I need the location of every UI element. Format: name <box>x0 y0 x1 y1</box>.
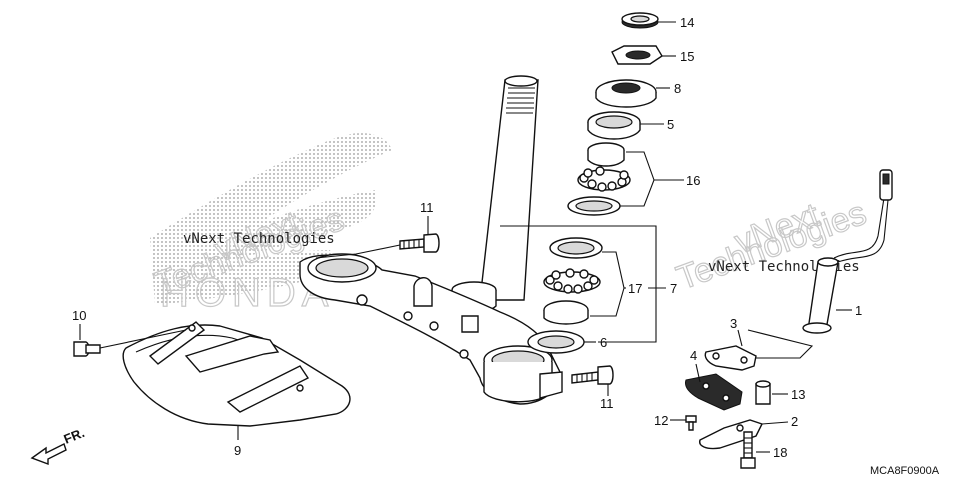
watermark-left-text: vNext Technologies <box>183 231 335 247</box>
bearing-set-16 <box>567 142 631 216</box>
bottom-bridge <box>299 253 563 405</box>
bolt-11-upper <box>399 233 440 253</box>
callout-11-lower: 11 <box>600 396 614 411</box>
lock-nut-14 <box>621 12 659 29</box>
steering-damper-1 <box>802 169 893 334</box>
callout-6: 6 <box>600 335 607 350</box>
callout-11-upper: 11 <box>420 200 434 215</box>
guard-9 <box>122 321 351 427</box>
bracket-3 <box>704 345 757 371</box>
callout-14: 14 <box>680 15 694 30</box>
callout-4: 4 <box>690 348 697 363</box>
leader-lines <box>79 21 852 453</box>
callout-15: 15 <box>680 49 694 64</box>
bearing-set-17 <box>543 237 603 325</box>
front-direction-arrow: FR. <box>30 425 87 466</box>
collar-13 <box>755 380 771 405</box>
dust-seal-6 <box>527 330 585 354</box>
front-direction-label: FR. <box>62 425 87 447</box>
bracket-2 <box>699 419 763 450</box>
callout-1: 1 <box>855 303 862 318</box>
adjusting-nut-8 <box>595 79 657 108</box>
lock-washer-15 <box>611 45 663 65</box>
callout-5: 5 <box>667 117 674 132</box>
callout-16: 16 <box>686 173 700 188</box>
bearing-balls-16 <box>579 166 629 192</box>
watermark-right-big: Technologies <box>672 194 872 298</box>
bearing-balls-17 <box>545 268 599 294</box>
callout-3: 3 <box>730 316 737 331</box>
bolt-11-lower <box>571 365 614 385</box>
callout-18: 18 <box>773 445 787 460</box>
callout-8: 8 <box>674 81 681 96</box>
callout-10: 10 <box>72 308 86 323</box>
callout-12: 12 <box>654 413 668 428</box>
callout-2: 2 <box>791 414 798 429</box>
callout-13: 13 <box>791 387 805 402</box>
callout-9: 9 <box>234 443 241 458</box>
watermark-right: vNext Technologies vNext Technologies <box>671 193 872 298</box>
callout-labels: 14 15 8 5 16 17 7 6 11 11 1 3 4 13 2 12 … <box>72 15 862 460</box>
bolt-10 <box>73 341 101 357</box>
dust-seal-5 <box>587 111 641 140</box>
callout-17: 17 <box>628 281 642 296</box>
plate-4 <box>685 373 743 411</box>
steering-stem <box>451 75 539 313</box>
diagram-code: MCA8F0900A <box>870 465 940 477</box>
bolt-18 <box>740 431 756 469</box>
callout-7: 7 <box>670 281 677 296</box>
bolt-12 <box>685 415 697 431</box>
